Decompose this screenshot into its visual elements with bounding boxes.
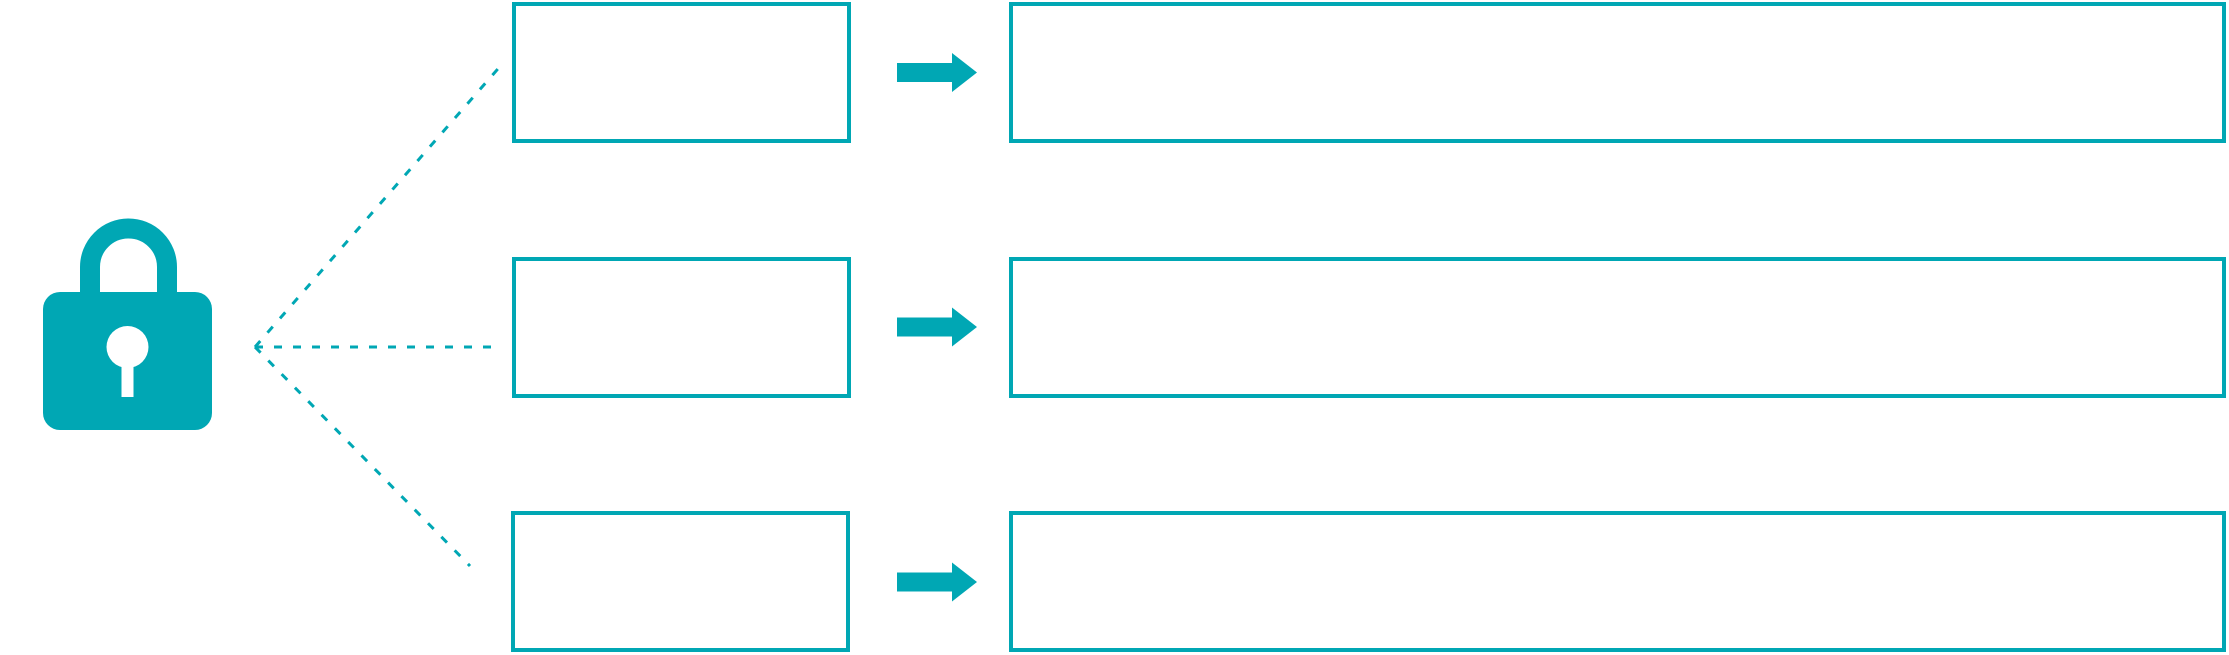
connector-dotted-line-bottom [253,345,472,568]
topic-box-row2 [512,257,851,398]
detail-box-row1 [1009,2,2226,143]
arrow-right-icon-row3 [897,562,977,602]
topic-box-row3 [511,511,850,652]
lock-shackle [80,218,177,305]
arrow-right-icon-row1 [897,53,977,92]
lock-icon [43,218,212,430]
arrow-right-icon-row2 [897,307,977,347]
topic-box-row1 [512,2,851,143]
detail-box-row2 [1009,257,2226,398]
keyhole-stem [121,347,134,397]
detail-box-row3 [1009,511,2226,652]
connector-dotted-line-top [253,62,505,348]
